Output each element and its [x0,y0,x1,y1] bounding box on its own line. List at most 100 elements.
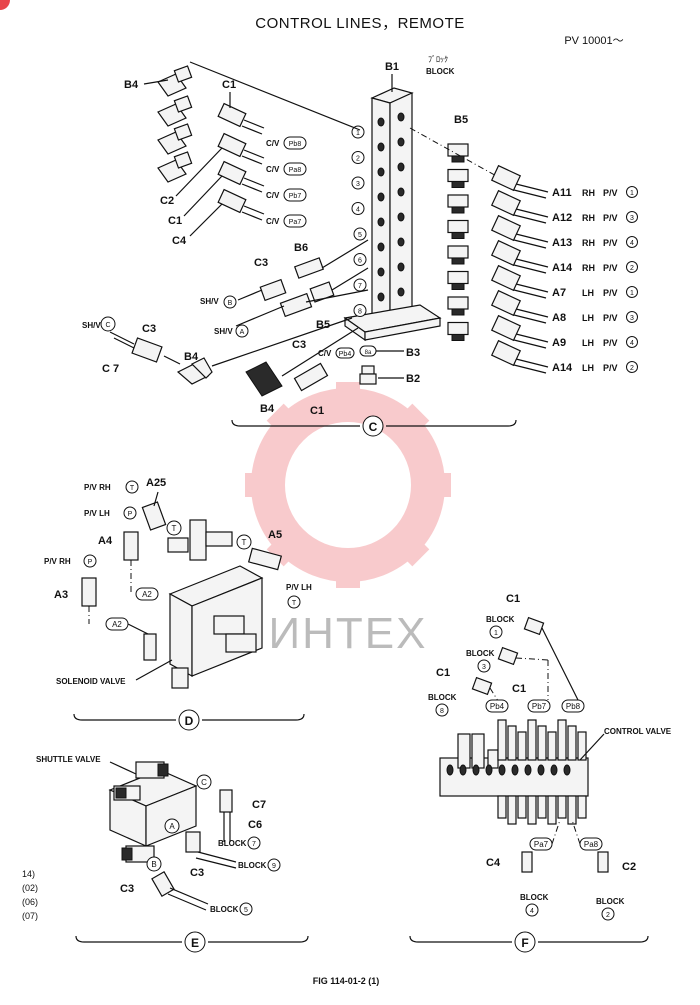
hose-pv: P/V [603,363,618,373]
hose-pv: P/V [603,213,618,223]
part-c4: C4 [172,235,187,247]
block7-code: 7 [252,841,256,848]
block9-label: BLOCK [238,861,267,870]
port-number-6: 6 [358,258,362,265]
hose-side: RH [582,263,595,273]
hose-pv: P/V [603,238,618,248]
cv-port-code: Pb8 [289,141,302,148]
hose-pv: P/V [603,263,618,273]
pv-rh-t-code: T [130,485,135,492]
cv-port-code: Pa7 [289,219,302,226]
side-note: (07) [22,911,38,921]
block3-label-f: BLOCK [466,649,495,658]
port-number-7: 7 [358,283,362,290]
hose-side: LH [582,288,594,298]
watermark-logo [245,382,451,588]
part-a2-bottom: A2 [112,620,122,629]
part-c3-b: C3 [292,339,306,351]
hose-side: LH [582,363,594,373]
hose-side: LH [582,313,594,323]
hose-code: A8 [552,312,566,324]
part-b4-mid: B4 [184,351,199,363]
view-e: SHUTTLE VALVE C A B C7 C6 BLOCK 7 C3 BLO… [36,755,309,953]
side-notes: 14) (02) (06) (07) [22,869,38,921]
part-c3-c: C3 [142,323,156,335]
port-number-4: 4 [356,207,360,214]
block2-label-f: BLOCK [596,897,625,906]
block7-label: BLOCK [218,839,247,848]
hose-code: A7 [552,287,566,299]
port-pa8: Pa8 [584,840,599,849]
part-c1-top: C1 [222,79,236,91]
part-b5-right: B5 [454,114,468,126]
view-e-label: E [191,936,199,950]
cv-port-label: C/V [266,191,280,200]
part-c1-mid-f: C1 [512,683,526,695]
part-a3: A3 [54,589,68,601]
port-pa7: Pa7 [534,840,549,849]
tee-t1: T [172,524,177,533]
shv-c-code: C [105,322,110,329]
view-f: C1 BLOCK 1 BLOCK 3 C1 C1 BLOCK 8 Pb4 Pb7… [409,593,672,953]
hose-code: A9 [552,337,566,349]
block8-label-f: BLOCK [428,693,457,702]
shuttle-valve-label: SHUTTLE VALVE [36,755,101,764]
cv-port-code: Pb7 [289,193,302,200]
view-d-label: D [185,714,194,728]
part-c2-f: C2 [622,861,636,873]
corner-marker [0,0,10,10]
port-number-2: 2 [356,156,360,163]
cv-port-code: Pa8 [289,167,302,174]
block1-label-f: BLOCK [486,615,515,624]
hose-pv: P/V [603,288,618,298]
view-f-label: F [521,936,528,950]
port-number-3: 3 [356,181,360,188]
b3-code: 8a [365,350,372,356]
part-a4: A4 [98,535,113,547]
side-note: 14) [22,869,35,879]
hose-pv-num: 4 [630,240,634,247]
cv-port-label: C/V [266,139,280,148]
block4-label-f: BLOCK [520,893,549,902]
pv-lh-p-code: P [128,511,133,518]
hose-pv: P/V [603,188,618,198]
part-a5: A5 [268,529,282,541]
part-c4-f: C4 [486,857,501,869]
hose-pv-num: 4 [630,340,634,347]
block-kana: ﾌﾞﾛｯｸ [428,55,448,64]
block3-code-f: 3 [482,664,486,671]
port-a-circle: A [169,822,175,831]
part-a25: A25 [146,477,166,489]
side-note: (06) [22,897,38,907]
pv-lh-t-label: P/V LH [286,583,312,592]
hose-code: A14 [552,362,573,374]
view-d: P/V RH T A25 P/V LH P A4 T T A5 P/V LH T… [44,477,312,731]
block1-code-f: 1 [494,630,498,637]
port-pb4: Pb4 [490,702,505,711]
block4-code-f: 4 [530,908,534,915]
hose-pv-num: 2 [630,265,634,272]
tee-t2: T [242,538,247,547]
block5-code: 5 [244,907,248,914]
block2-code-f: 2 [606,912,610,919]
port-pb8: Pb8 [566,702,581,711]
watermark-text: ИНТЕХ [269,609,428,658]
hose-code: A13 [552,237,572,249]
cv-port-label: C/V [266,165,280,174]
part-c3-low-e: C3 [120,883,134,895]
block8-code-f: 8 [440,708,444,715]
part-b4-low: B4 [260,403,275,415]
shv-b-code: B [228,300,233,307]
part-c1-low: C1 [310,405,324,417]
shv-b-label: SH/V [200,297,219,306]
part-b4-top: B4 [124,79,139,91]
port-pb7: Pb7 [532,702,547,711]
pv-lh-t-code: T [292,600,297,607]
part-c2: C2 [160,195,174,207]
hose-side: LH [582,338,594,348]
side-note: (02) [22,883,38,893]
hose-code: A12 [552,212,572,224]
hose-side: RH [582,188,595,198]
